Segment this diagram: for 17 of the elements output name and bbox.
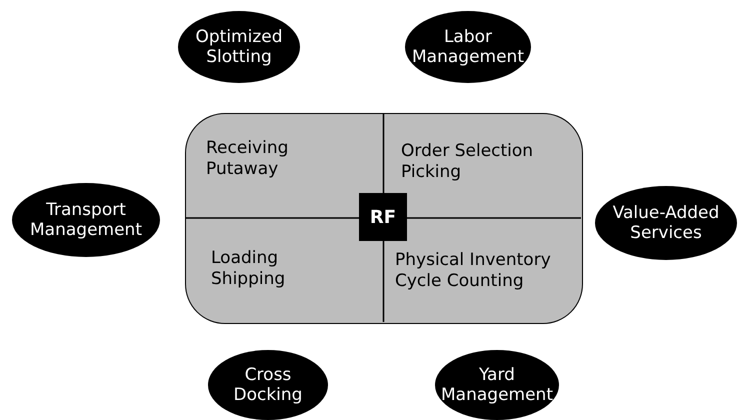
center-box	[359, 193, 407, 241]
node-label: Labor Management	[411, 27, 525, 67]
quadrant-label: Cycle Counting	[395, 271, 525, 292]
quadrant-label: Putaway	[206, 159, 280, 180]
rounded-panel	[185, 113, 583, 324]
quadrant-label: Shipping	[211, 269, 286, 290]
quadrant-label: Physical Inventory	[395, 250, 552, 271]
quadrant-label: Loading	[211, 248, 280, 269]
quadrant-label: Receiving	[206, 138, 290, 159]
node-label: Yard Management	[440, 365, 554, 405]
quadrant-label: Order Selection	[401, 141, 534, 162]
node-label: RF	[370, 206, 396, 228]
node-label: Cross Docking	[232, 365, 304, 405]
node-label: Value-Added Services	[612, 203, 720, 243]
quadrant-label: Picking	[401, 162, 462, 183]
node-label: Optimized Slotting	[194, 27, 284, 67]
node-label: Transport Management	[29, 200, 143, 240]
